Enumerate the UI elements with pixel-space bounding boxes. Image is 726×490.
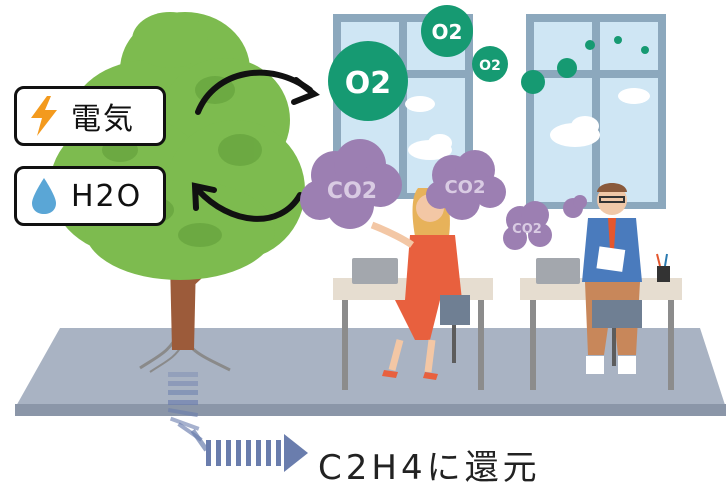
curved-arrow-to-product — [167, 407, 308, 472]
right-window — [526, 14, 666, 209]
reduction-product-label: C2H4に還元 — [318, 448, 541, 488]
arrow-to-o2 — [195, 69, 320, 115]
o2-bubble-small: O2 — [472, 46, 508, 82]
co2-cloud-small: CO2 — [503, 201, 552, 250]
tree — [50, 12, 305, 405]
water-input-box: H2O — [14, 166, 166, 226]
co2-cloud-large: CO2 — [300, 139, 402, 229]
svg-text:CO2: CO2 — [512, 222, 542, 237]
water-drop-icon — [32, 178, 56, 214]
co2-puffs — [563, 195, 587, 218]
svg-text:CO2: CO2 — [444, 177, 485, 198]
svg-text:O2: O2 — [432, 20, 463, 44]
co2-cloud-medium: CO2 — [426, 150, 506, 220]
o2-bubble-medium: O2 — [421, 5, 473, 57]
electricity-label: 電気 — [71, 102, 135, 137]
svg-text:O2: O2 — [345, 66, 391, 101]
reduction-arrow — [168, 372, 198, 405]
man-worker — [582, 183, 642, 374]
electricity-input-box: 電気 — [14, 86, 166, 146]
arrow-from-co2 — [191, 182, 303, 222]
water-label: H2O — [71, 178, 143, 214]
o2-dots — [521, 36, 649, 94]
svg-text:O2: O2 — [479, 58, 501, 74]
o2-bubble-large: O2 — [328, 41, 408, 121]
lightning-bolt-icon — [31, 96, 57, 136]
svg-text:CO2: CO2 — [327, 179, 377, 204]
